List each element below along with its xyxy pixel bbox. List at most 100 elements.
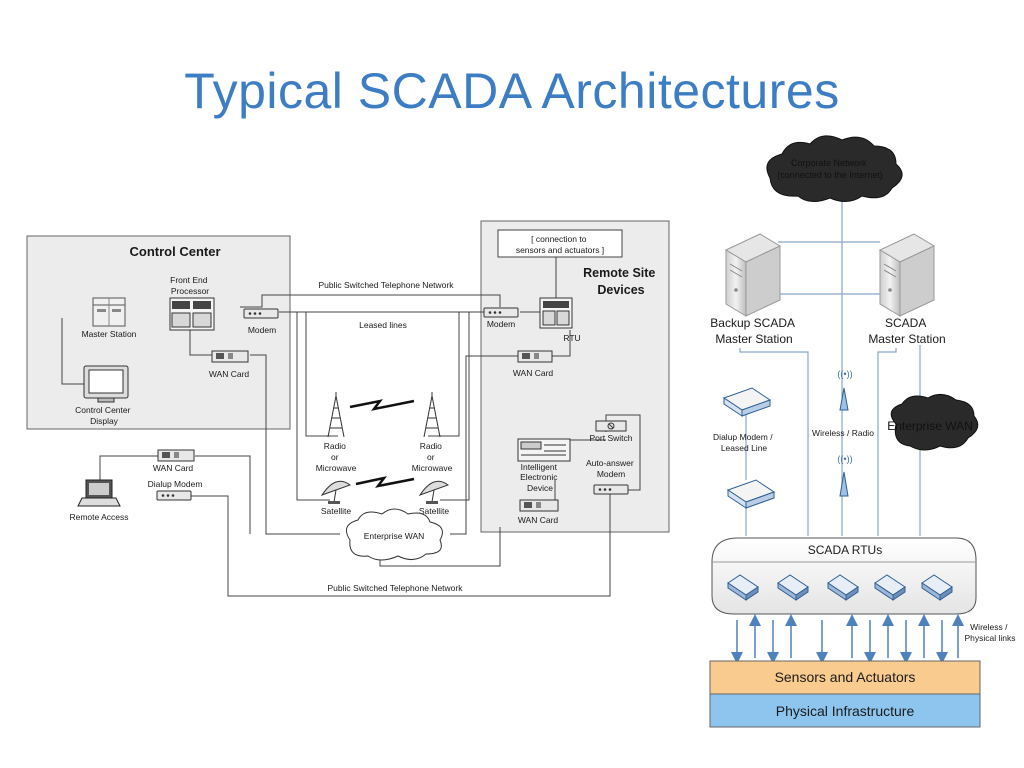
display-line-2: Display <box>90 416 119 426</box>
ied-line-3: Device <box>527 483 553 493</box>
master-server-icon <box>878 233 936 317</box>
satellite-dish-left-icon <box>320 480 352 504</box>
master-label: SCADA Master Station <box>868 316 945 346</box>
enterprise-wan-left-label: Enterprise WAN <box>364 531 425 541</box>
ied-line-2: Electronic <box>520 472 558 482</box>
port-switch-icon <box>595 420 627 432</box>
dialup-modem-bottom-icon <box>726 479 776 509</box>
front-end-line-1: Front End <box>170 275 208 285</box>
remote-wan-card-icon <box>517 350 553 363</box>
physical-infrastructure-label: Physical Infrastructure <box>776 703 915 719</box>
remote-site-line-1: Remote Site <box>583 266 655 280</box>
radio-link-bolt <box>349 399 415 411</box>
radio-left-line-1: Radio <box>324 441 346 451</box>
display-line-1: Control Center <box>75 405 130 415</box>
radio-tower-left-icon <box>327 392 345 438</box>
radio-right-line-2: or <box>427 452 435 462</box>
wireless-antenna-top-icon: ((•)) <box>837 369 853 411</box>
links-line-2: Physical links <box>964 633 1015 643</box>
enterprise-wan-cloud-right <box>890 394 979 451</box>
connection-note-box <box>497 229 623 258</box>
laptop-icon <box>77 479 121 507</box>
dialup-modem-label: Dialup Modem / Leased Line <box>713 432 775 453</box>
wireless-antenna-bottom-icon: ((•)) <box>837 454 853 497</box>
remote-access-dialup-label: Dialup Modem <box>148 479 203 489</box>
remote-access-dialup-modem-icon <box>156 490 192 501</box>
leased-lines-label: Leased lines <box>359 320 407 330</box>
auto-answer-modem-icon <box>593 484 629 495</box>
control-center-wan-card-label: WAN Card <box>209 369 250 379</box>
connection-note-line-1: [ connection to <box>531 234 587 244</box>
radio-right-line-3: Microwave <box>412 463 453 473</box>
remote-modem-label: Modem <box>487 319 515 329</box>
links-line-1: Wireless / <box>970 622 1008 632</box>
control-center-heading: Control Center <box>130 244 221 259</box>
rtu-device-5 <box>921 574 953 601</box>
left-diagram: Control Center Master Station Front End … <box>26 220 670 597</box>
scada-rtus-label: SCADA RTUs <box>808 543 882 557</box>
wireless-radio-label: Wireless / Radio <box>812 428 874 438</box>
backup-master-line-2: Master Station <box>715 332 792 346</box>
corporate-network-line-1: Corporate Network <box>791 158 867 168</box>
radio-left-line-3: Microwave <box>316 463 357 473</box>
control-center-modem-icon <box>243 308 279 319</box>
master-station-label: Master Station <box>82 329 137 339</box>
pstn-top-label: Public Switched Telephone Network <box>319 280 455 290</box>
master-line-2: Master Station <box>868 332 945 346</box>
dialup-modem-top-icon <box>722 387 772 417</box>
control-center-box <box>26 235 291 430</box>
wireless-bottom-waves: ((•)) <box>837 454 852 464</box>
slide-title: Typical SCADA Architectures <box>184 63 840 119</box>
enterprise-wan-cloud-left <box>345 508 443 561</box>
front-end-processor-label: Front End Processor <box>170 275 210 296</box>
rtu-devices <box>727 574 953 601</box>
satellite-dish-right-icon <box>418 480 450 504</box>
auto-answer-label: Auto-answer Modem <box>586 458 636 479</box>
connection-note-line-2: sensors and actuators ] <box>516 245 604 255</box>
corporate-network-line-2: (connected to the Internet) <box>777 170 883 180</box>
connection-note-label: [ connection to sensors and actuators ] <box>516 234 604 255</box>
control-center-display-icon <box>83 365 129 403</box>
remote-modem-icon <box>483 307 519 318</box>
link-arrows <box>731 614 964 664</box>
remote-site-line-2: Devices <box>597 283 644 297</box>
remote-wan-card-bottom-label: WAN Card <box>518 515 559 525</box>
radio-left-line-2: or <box>331 452 339 462</box>
rtu-label: RTU <box>563 333 580 343</box>
rtu-icon <box>539 297 573 329</box>
control-center-display-label: Control Center Display <box>75 405 133 426</box>
rtu-device-4 <box>874 574 906 601</box>
master-station-icon <box>92 297 126 327</box>
remote-site-heading: Remote Site Devices <box>583 266 659 297</box>
remote-access-wan-card-label: WAN Card <box>153 463 194 473</box>
wireless-top-waves: ((•)) <box>837 369 852 379</box>
control-center-modem-label: Modem <box>248 325 276 335</box>
auto-answer-line-2: Modem <box>597 469 625 479</box>
satellite-left-label: Satellite <box>321 506 352 516</box>
enterprise-wan-right-label: Enterprise WAN <box>887 419 973 433</box>
rtu-device-1 <box>727 574 759 601</box>
remote-access-label: Remote Access <box>69 512 128 522</box>
corporate-network-label: Corporate Network (connected to the Inte… <box>777 158 883 180</box>
right-network-lines <box>739 192 921 536</box>
port-switch-label: Port Switch <box>590 433 633 443</box>
ied-label: Intelligent Electronic Device <box>520 462 560 493</box>
master-line-1: SCADA <box>885 316 926 330</box>
dialup-modem-line-2: Leased Line <box>721 443 768 453</box>
physical-infrastructure-box <box>709 693 981 728</box>
right-diagram: Corporate Network (connected to the Inte… <box>709 135 1016 728</box>
rtu-device-3 <box>827 574 859 601</box>
front-end-line-2: Processor <box>171 286 209 296</box>
remote-access-wan-card-icon <box>157 449 195 462</box>
backup-master-label: Backup SCADA Master Station <box>710 316 797 346</box>
remote-wan-card-label: WAN Card <box>513 368 554 378</box>
rtu-device-2 <box>777 574 809 601</box>
remote-wan-card-bottom-icon <box>519 499 559 512</box>
radio-right-label: Radio or Microwave <box>412 441 453 473</box>
satellite-right-label: Satellite <box>419 506 450 516</box>
pstn-bottom-label: Public Switched Telephone Network <box>328 583 464 593</box>
radio-right-line-1: Radio <box>420 441 442 451</box>
backup-master-server-icon <box>724 233 782 317</box>
dialup-modem-line-1: Dialup Modem / <box>713 432 773 442</box>
